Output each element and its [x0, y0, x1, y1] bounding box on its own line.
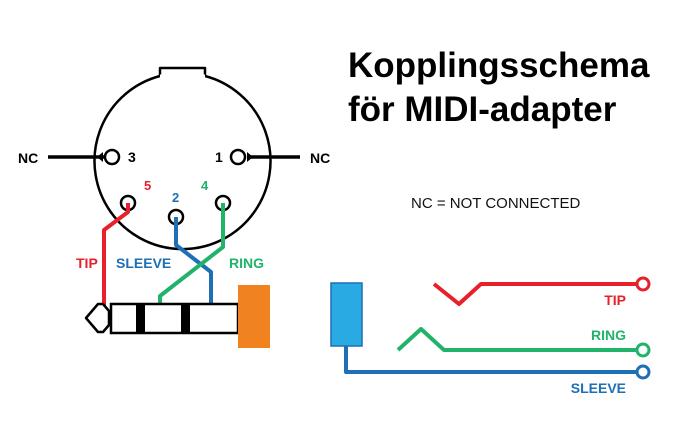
plug-shaft: [109, 302, 240, 335]
right-label-tip: TIP: [604, 292, 626, 308]
title-line-1: Kopplingsschema: [348, 46, 650, 85]
nc-legend: NC = NOT CONNECTED: [411, 195, 581, 212]
pin-1: [229, 148, 253, 166]
nc-left-label: NC: [18, 150, 38, 166]
socket-housing: [330, 282, 363, 347]
plug-insulator-1: [136, 304, 145, 333]
ring-terminal: [635, 342, 651, 358]
tip-terminal: [635, 276, 651, 292]
plug-insulator-2: [181, 304, 190, 333]
right-label-sleeve: SLEEVE: [571, 380, 626, 396]
tip-wire: [102, 203, 130, 318]
jack-label-sleeve: SLEEVE: [116, 255, 171, 271]
jack-label-ring: RING: [229, 255, 264, 271]
nc-right-label: NC: [310, 150, 330, 166]
pin-3-label: 3: [128, 149, 136, 165]
sleeve-wire: [174, 217, 213, 318]
plug-tip: [84, 302, 111, 334]
pin-3: [97, 148, 121, 166]
pin-2-label: 2: [172, 190, 179, 205]
right-tip-wire: [432, 282, 637, 306]
jack-label-tip: TIP: [76, 255, 98, 271]
sleeve-terminal: [635, 364, 651, 380]
title-line-2: för MIDI-adapter: [348, 90, 617, 129]
plug-housing: [238, 285, 270, 348]
pin-4-label: 4: [201, 178, 209, 193]
pin-1-label: 1: [215, 149, 223, 165]
right-label-ring: RING: [591, 327, 626, 343]
pin-5-label: 5: [144, 178, 151, 193]
right-ring-wire: [396, 327, 637, 352]
right-sleeve-wire: [344, 346, 637, 374]
trs-plug: [84, 285, 270, 348]
